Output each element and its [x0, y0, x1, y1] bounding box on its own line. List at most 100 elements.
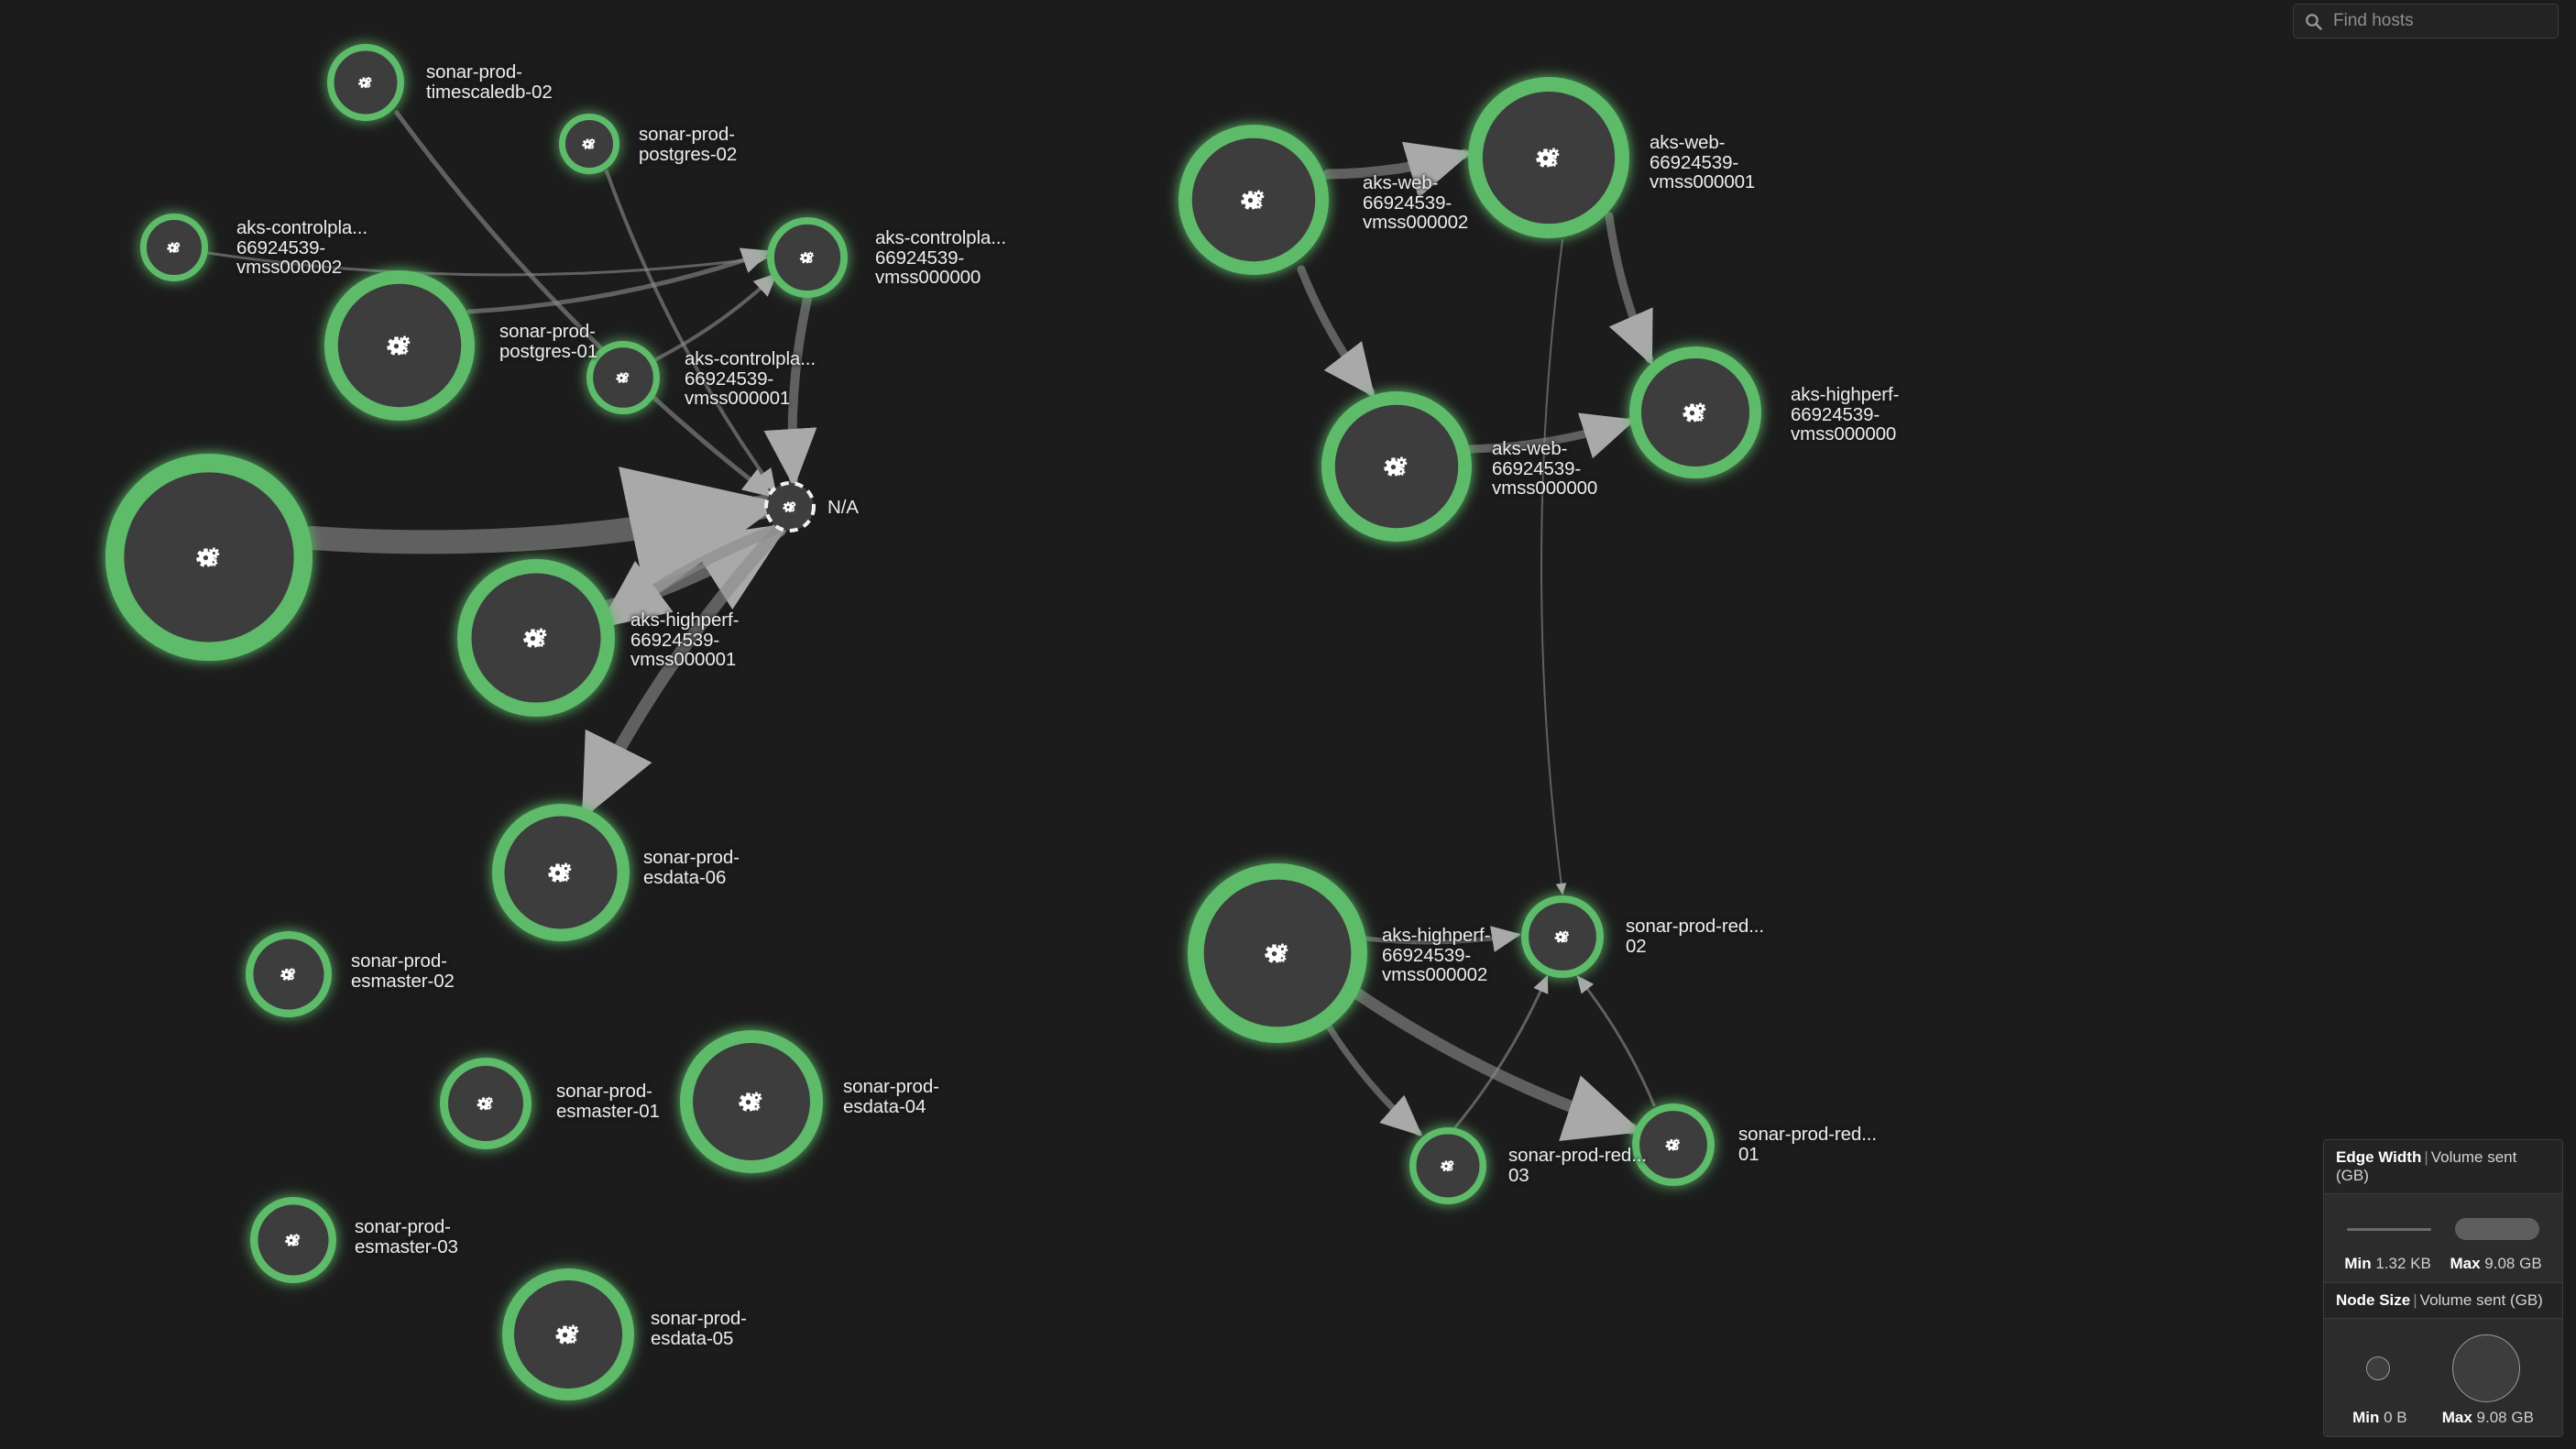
graph-edge[interactable] — [301, 467, 783, 602]
gears-icon — [582, 138, 596, 150]
graph-node[interactable] — [680, 1030, 824, 1174]
graph-node[interactable] — [501, 1268, 634, 1400]
legend-divider — [2324, 1282, 2562, 1283]
edge-min-label: Min — [2344, 1255, 2372, 1272]
gears-icon — [1554, 930, 1570, 943]
graph-edge[interactable] — [394, 110, 773, 498]
graph-node[interactable] — [767, 216, 849, 298]
graph-node[interactable] — [559, 114, 619, 174]
gears-icon — [616, 372, 630, 384]
graph-edge[interactable] — [654, 272, 778, 361]
gears-icon — [280, 968, 296, 981]
search-icon — [2305, 13, 2322, 30]
edge-max-swatch — [2455, 1218, 2539, 1240]
graph-edge[interactable] — [466, 247, 772, 314]
edge-width-swatches — [2335, 1209, 2551, 1249]
edge-width-legend-body: Min 1.32 KB Max 9.08 GB — [2324, 1194, 2562, 1282]
graph-node[interactable] — [1178, 125, 1330, 276]
graph-node[interactable] — [140, 214, 208, 281]
graph-node[interactable] — [1521, 895, 1605, 978]
gears-icon — [799, 251, 814, 264]
node-size-legend-title-bold: Node Size — [2336, 1291, 2411, 1309]
node-layer[interactable] — [104, 43, 1761, 1400]
graph-edge[interactable] — [1576, 975, 1656, 1107]
graph-edge[interactable] — [597, 524, 781, 629]
edge-max: Max 9.08 GB — [2450, 1255, 2541, 1273]
node-size-minmax: Min 0 B Max 9.08 GB — [2335, 1403, 2551, 1427]
node-max-value: 9.08 GB — [2476, 1409, 2534, 1426]
node-min-value: 0 B — [2384, 1409, 2407, 1426]
graph-edge[interactable] — [1605, 212, 1654, 366]
edge-layer — [206, 110, 1656, 1141]
graph-node[interactable] — [492, 804, 630, 941]
graph-node[interactable] — [456, 558, 615, 717]
node-max-swatch — [2452, 1334, 2520, 1402]
graph-node[interactable] — [246, 930, 333, 1017]
gears-icon — [167, 242, 181, 254]
graph-edge[interactable] — [1348, 985, 1642, 1141]
edge-width-legend-title-bold: Edge Width — [2336, 1148, 2422, 1166]
gears-icon — [1241, 190, 1265, 210]
gears-icon — [387, 335, 411, 356]
gears-icon — [1440, 1159, 1454, 1172]
gears-icon — [196, 547, 220, 567]
graph-node[interactable] — [1632, 1103, 1716, 1187]
edge-max-value: 9.08 GB — [2484, 1255, 2542, 1272]
graph-node[interactable] — [1628, 346, 1761, 479]
edge-width-legend-title: Edge Width|Volume sent (GB) — [2324, 1140, 2562, 1194]
gears-icon — [1683, 402, 1706, 423]
graph-node[interactable] — [1409, 1127, 1487, 1205]
graph-edge[interactable] — [1453, 974, 1549, 1129]
graph-edge[interactable] — [1363, 926, 1521, 952]
graph-edge[interactable] — [763, 294, 817, 488]
edge-width-legend-metric: Volume sent (GB) — [2336, 1148, 2517, 1184]
node-min-label: Min — [2352, 1409, 2380, 1426]
gears-icon — [1665, 1138, 1681, 1151]
graph-edge[interactable] — [1465, 412, 1636, 459]
node-size-swatches — [2335, 1334, 2551, 1403]
gears-icon — [739, 1092, 762, 1112]
node-size-legend-metric: Volume sent (GB) — [2419, 1291, 2543, 1309]
graph-edge[interactable] — [580, 521, 787, 820]
graph-edge[interactable] — [1540, 239, 1567, 895]
gears-icon — [555, 1324, 579, 1345]
graph-node[interactable] — [326, 43, 405, 122]
title-separator: | — [2424, 1148, 2428, 1166]
graph-node[interactable] — [324, 270, 476, 422]
edge-min-swatch — [2347, 1227, 2431, 1231]
gears-icon — [285, 1234, 301, 1246]
gears-icon — [1265, 943, 1288, 963]
node-max-label: Max — [2441, 1409, 2472, 1426]
edge-max-label: Max — [2450, 1255, 2481, 1272]
search-input[interactable] — [2331, 10, 2560, 32]
gears-icon — [357, 76, 372, 89]
edge-min: Min 1.32 KB — [2344, 1255, 2431, 1273]
graph-node[interactable] — [1321, 391, 1473, 543]
graph-node[interactable] — [1468, 76, 1630, 239]
gears-icon — [548, 862, 572, 883]
node-size-legend-title: Node Size|Volume sent (GB) — [2324, 1283, 2562, 1319]
graph-node[interactable] — [250, 1196, 337, 1283]
graph-node[interactable] — [104, 453, 313, 661]
node-min-swatch — [2366, 1356, 2390, 1380]
gears-icon — [783, 501, 796, 513]
graph-node[interactable] — [764, 481, 816, 532]
graph-node[interactable] — [440, 1058, 532, 1149]
gears-icon — [1536, 148, 1560, 168]
gears-icon — [477, 1096, 493, 1111]
graph-edge[interactable] — [206, 251, 769, 277]
graph-edge[interactable] — [1325, 1023, 1423, 1136]
node-min: Min 0 B — [2352, 1409, 2407, 1427]
node-size-legend-body: Min 0 B Max 9.08 GB — [2324, 1319, 2562, 1436]
graph-node[interactable] — [586, 341, 660, 415]
graph-node[interactable] — [1187, 863, 1367, 1044]
graph-edge[interactable] — [605, 170, 776, 493]
node-max: Max 9.08 GB — [2442, 1409, 2534, 1427]
find-hosts-search[interactable] — [2293, 4, 2560, 38]
edge-min-value: 1.32 KB — [2375, 1255, 2431, 1272]
graph-edge[interactable] — [1297, 265, 1376, 398]
graph-edge[interactable] — [1322, 141, 1473, 198]
gears-icon — [1384, 456, 1408, 477]
